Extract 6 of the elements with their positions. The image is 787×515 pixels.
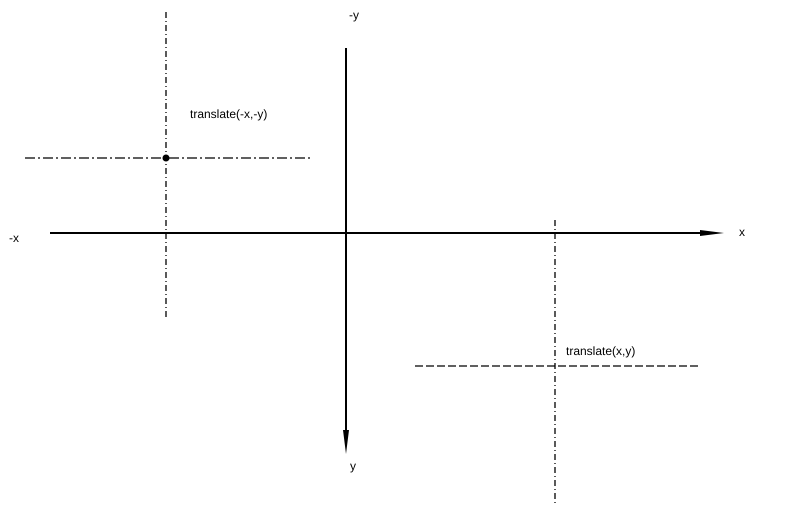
transform-label: translate(x,y) xyxy=(566,343,636,359)
axis-label: -x xyxy=(9,230,19,246)
transform-label: translate(-x,-y) xyxy=(190,106,268,122)
axis-label: x xyxy=(739,224,745,240)
axis-label: y xyxy=(350,458,356,474)
axis-label: -y xyxy=(349,7,359,23)
